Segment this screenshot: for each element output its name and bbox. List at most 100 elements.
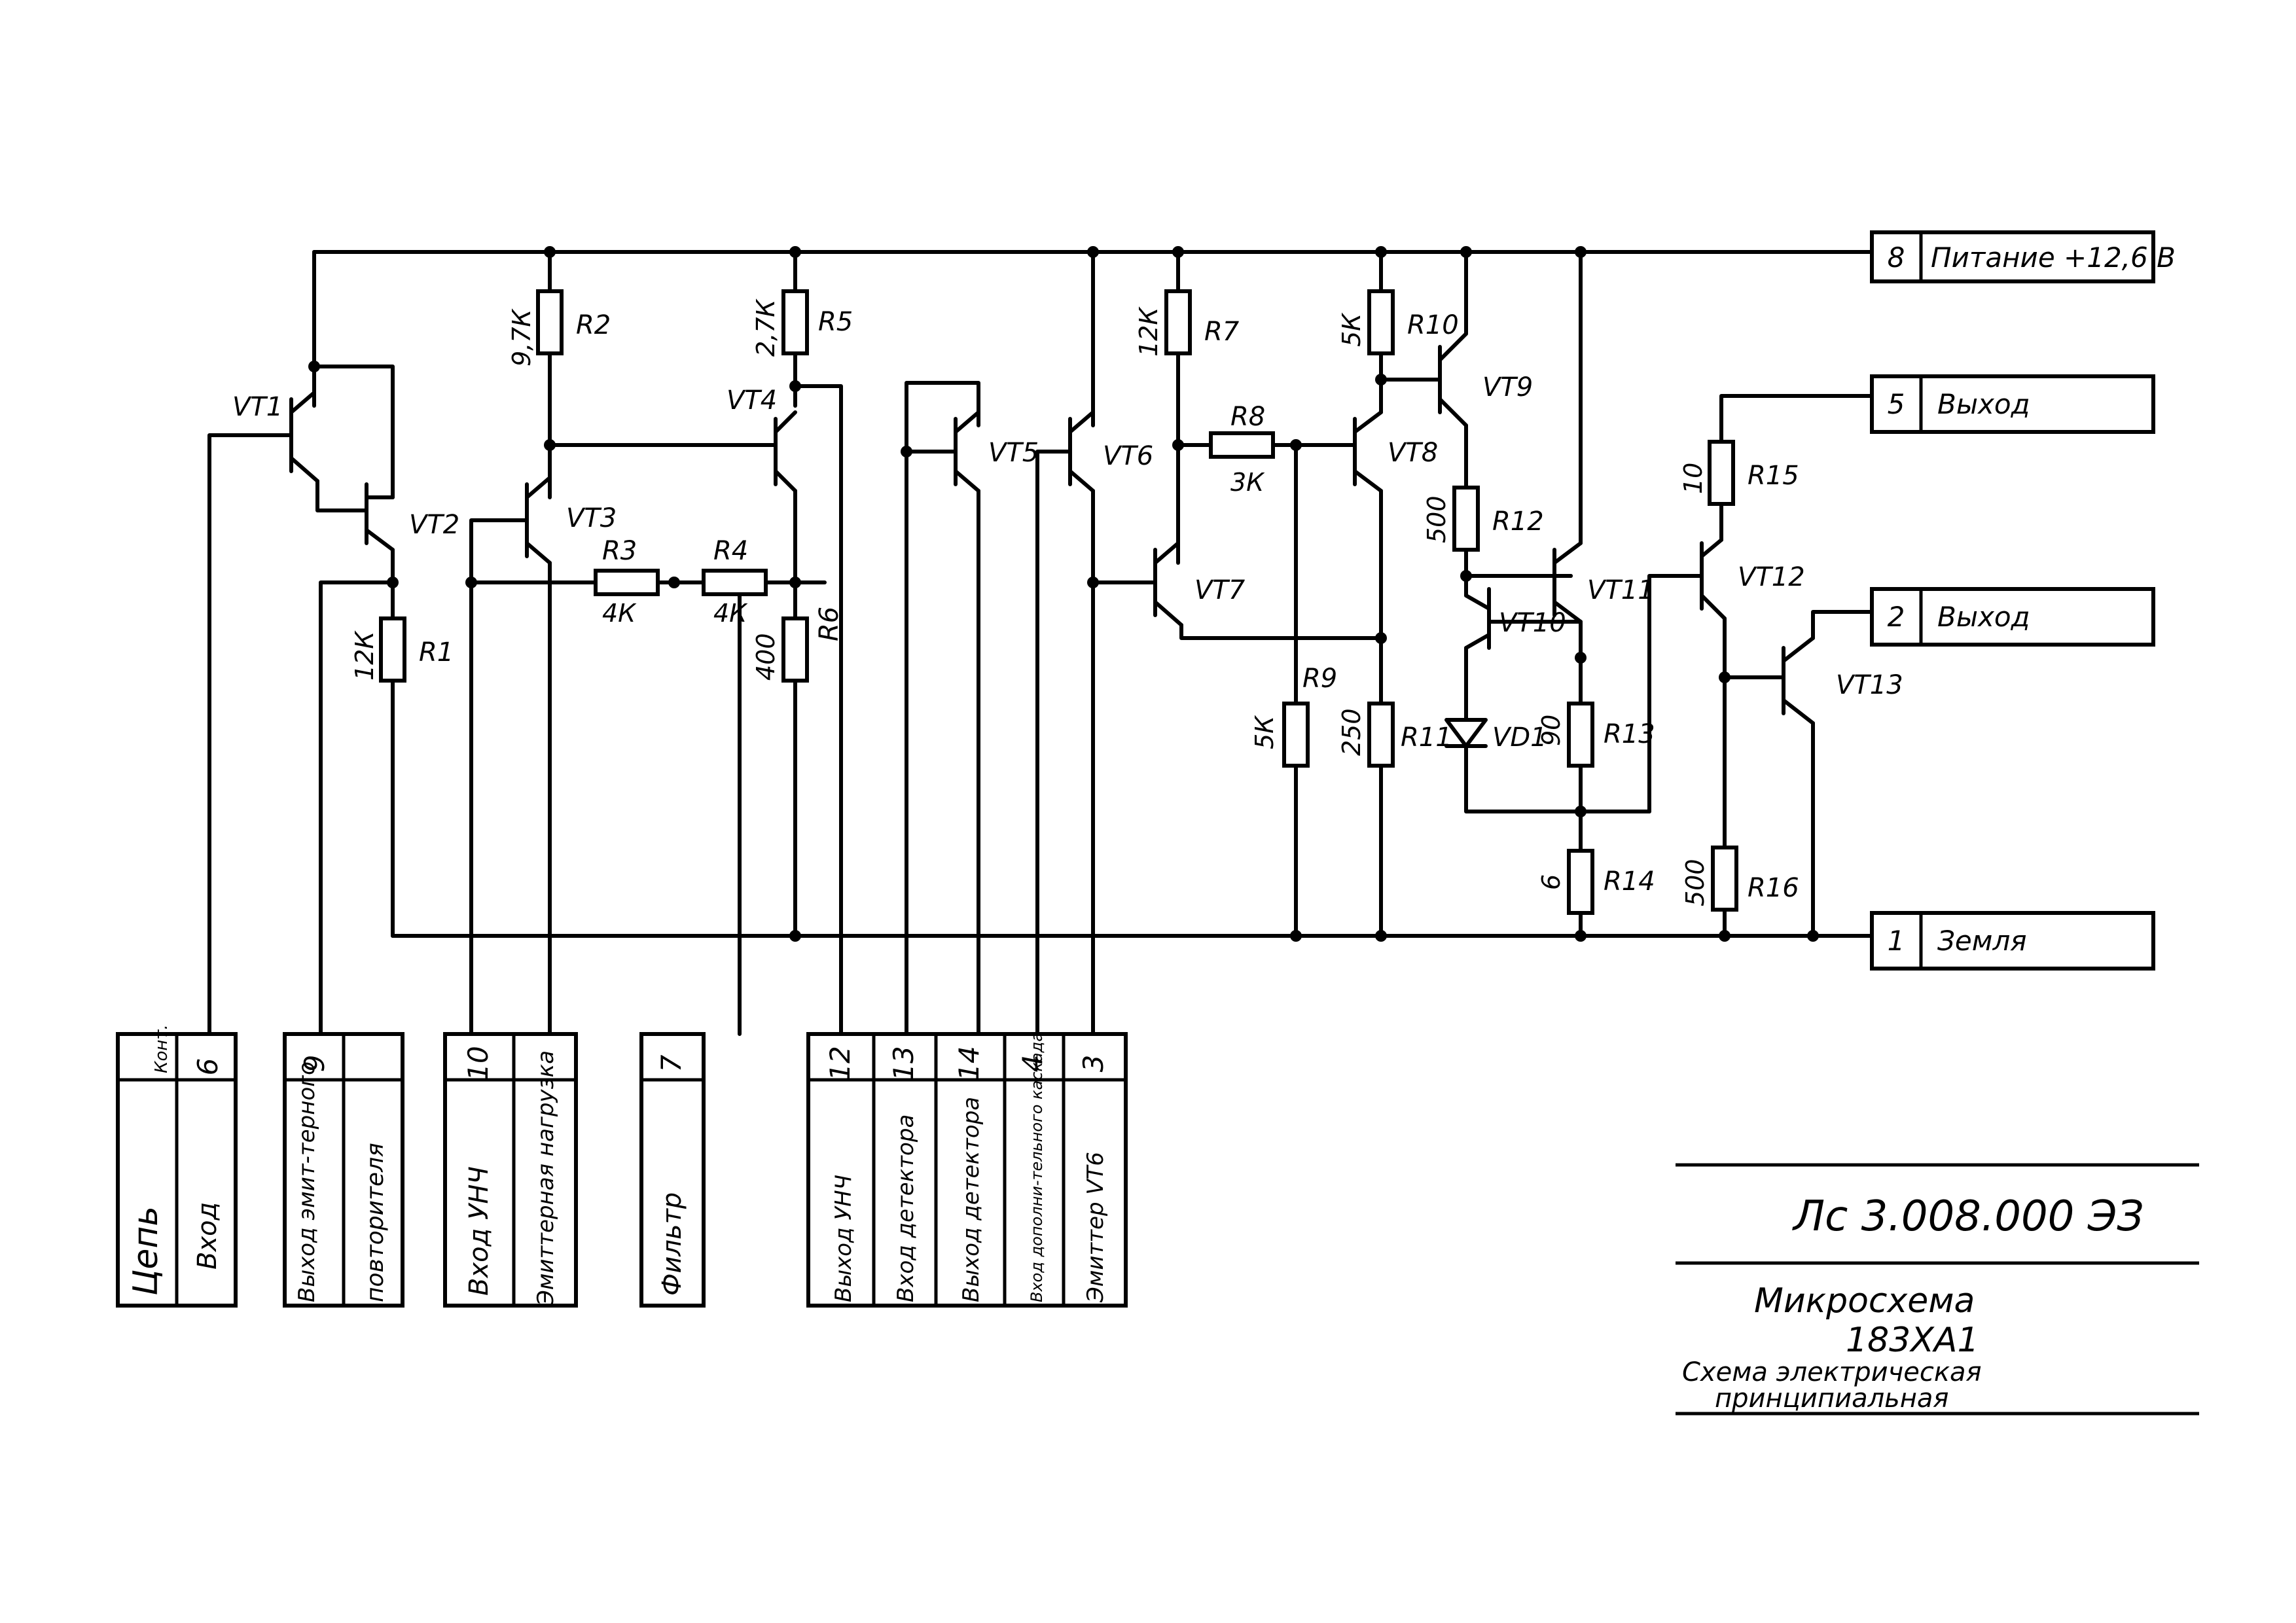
label-vd1: VD1 [1492, 722, 1547, 753]
label-vt9: VT9 [1482, 372, 1533, 402]
value-r11: 250 [1337, 708, 1366, 756]
pin-label-7: Фильтр [657, 1192, 687, 1296]
resistor-r8 [1209, 431, 1275, 459]
ref-r14: R14 [1604, 866, 1655, 897]
label-vt8: VT8 [1388, 438, 1438, 468]
power-pin-label: Питание +12,6 В [1931, 241, 2176, 274]
pin-number-14: 14 [953, 1046, 985, 1080]
value-r5: 2,7К [751, 298, 780, 357]
ref-r13: R13 [1604, 719, 1655, 749]
resistor-r13 [1567, 702, 1594, 768]
ground-pin-1: 1 Земля [1870, 911, 2155, 971]
resistor-r5 [781, 289, 809, 355]
ref-r16: R16 [1748, 873, 1799, 903]
device-name: Микросхема [1754, 1281, 1975, 1321]
value-r2: 9,7К [507, 308, 536, 366]
label-vt5: VT5 [988, 438, 1039, 468]
pin-label-9: Выход эмит-терного [294, 1061, 320, 1302]
output-pin-number: 5 [1888, 388, 1905, 420]
pin-number-3: 3 [1077, 1055, 1109, 1073]
label-vt7: VT7 [1194, 575, 1246, 605]
resistor-r1 [379, 616, 406, 683]
resistor-r4 [702, 569, 768, 596]
label-vt2: VT2 [409, 510, 459, 540]
ref-r11: R11 [1401, 722, 1452, 753]
power-pin-8: 8 Питание +12,6 В [1870, 230, 2176, 283]
output-pin-2: 2 Выход [1870, 587, 2155, 647]
ref-r5: R5 [818, 307, 853, 337]
output-pin-label: Выход [1937, 388, 2030, 420]
pin-table-e: 12 13 14 4 3 Выход УНЧ Вход детектора Вы… [806, 1032, 1128, 1308]
value-r14: 6 [1537, 874, 1566, 890]
value-r7: 12К [1134, 306, 1163, 357]
value-r4: 4К [713, 599, 748, 628]
label-vt11: VT11 [1587, 575, 1655, 605]
value-r3: 4К [602, 599, 637, 628]
ref-r10: R10 [1407, 310, 1459, 340]
resistor-r16 [1711, 846, 1738, 912]
ref-r9: R9 [1302, 664, 1337, 694]
pin-number-6: 6 [192, 1058, 224, 1076]
pin-number-7: 7 [655, 1054, 687, 1072]
value-r6: 400 [751, 633, 780, 681]
output-pin-number: 2 [1888, 601, 1905, 633]
ref-r8: R8 [1230, 402, 1265, 432]
pin-number-9: 9 [298, 1055, 331, 1073]
value-r15: 10 [1679, 463, 1708, 494]
pin-label-emitter-load: Эмиттерная нагрузка [533, 1050, 559, 1306]
label-vt13: VT13 [1836, 670, 1903, 700]
pin-table-b: 9 Выход эмит-терного повторителя [283, 1032, 404, 1308]
pin-label-9b: повторителя [362, 1143, 389, 1302]
doc-title-line1: Схема электрическая [1682, 1357, 1982, 1387]
resistor-r6 [781, 616, 809, 683]
power-pin-number: 8 [1888, 241, 1905, 274]
pin-label-14: Выход детектора [958, 1097, 984, 1302]
resistor-labels: R1 12К R2 9,7К R3 4К R4 4К R5 2,7К R6 40… [350, 298, 1799, 906]
header-circuit: Цепь [126, 1206, 166, 1296]
pin-number-12: 12 [824, 1046, 856, 1080]
doc-number: Лс 3.008.000 ЭЗ [1792, 1192, 2144, 1241]
resistor-r15 [1708, 440, 1735, 506]
ref-r12: R12 [1492, 507, 1544, 537]
ground-pin-label: Земля [1937, 925, 2027, 957]
value-r8: 3К [1230, 468, 1265, 497]
header-contact: Конт. [152, 1024, 171, 1073]
vt11-stage [1552, 246, 1704, 942]
pin-label-13: Вход детектора [893, 1115, 919, 1302]
pin-number-10: 10 [462, 1046, 494, 1080]
resistor-r14 [1567, 849, 1594, 915]
resistor-r9 [1282, 702, 1310, 768]
ref-r3: R3 [602, 536, 637, 566]
pin-label-6: Вход [192, 1202, 223, 1270]
pin-number-13: 13 [888, 1046, 920, 1080]
pin-label-10: Вход УНЧ [464, 1166, 494, 1296]
output-pin-label: Выход [1937, 601, 2030, 633]
value-r13: 90 [1537, 715, 1566, 746]
label-vt3: VT3 [566, 503, 617, 533]
value-r10: 5К [1337, 312, 1366, 347]
label-vt4: VT4 [726, 385, 777, 416]
ref-r6: R6 [814, 607, 844, 641]
pin-table-c: 10 Вход УНЧ Эмиттерная нагрузка [443, 1032, 578, 1308]
resistor-r2 [536, 289, 564, 355]
label-vt6: VT6 [1103, 441, 1153, 471]
pin-label-12: Выход УНЧ [831, 1175, 857, 1302]
resistor-r11 [1367, 702, 1395, 768]
title-block: Лс 3.008.000 ЭЗ Микросхема 183ХА1 Схема … [1676, 1163, 2199, 1416]
resistor-r3 [594, 569, 660, 596]
vt8-stage [1271, 246, 1442, 942]
resistor-r7 [1164, 289, 1192, 355]
pin-table-a: Конт. 6 Цепь Вход [116, 1024, 238, 1308]
ref-r15: R15 [1748, 461, 1799, 491]
value-r9: 5К [1250, 715, 1279, 749]
ref-r2: R2 [576, 310, 611, 340]
ref-r1: R1 [419, 637, 454, 668]
vt5-stage [901, 381, 980, 1036]
vt4-stage [774, 246, 843, 1036]
output-pin-5: 5 Выход [1870, 374, 2155, 434]
resistor-r12 [1452, 486, 1480, 552]
ref-r4: R4 [713, 536, 748, 566]
transistor-labels: VT1 VT2 VT3 VT4 VT5 VT6 VT7 VT8 VT9 VT10… [232, 372, 1903, 753]
resistor-r10 [1367, 289, 1395, 355]
value-r16: 500 [1681, 859, 1710, 906]
